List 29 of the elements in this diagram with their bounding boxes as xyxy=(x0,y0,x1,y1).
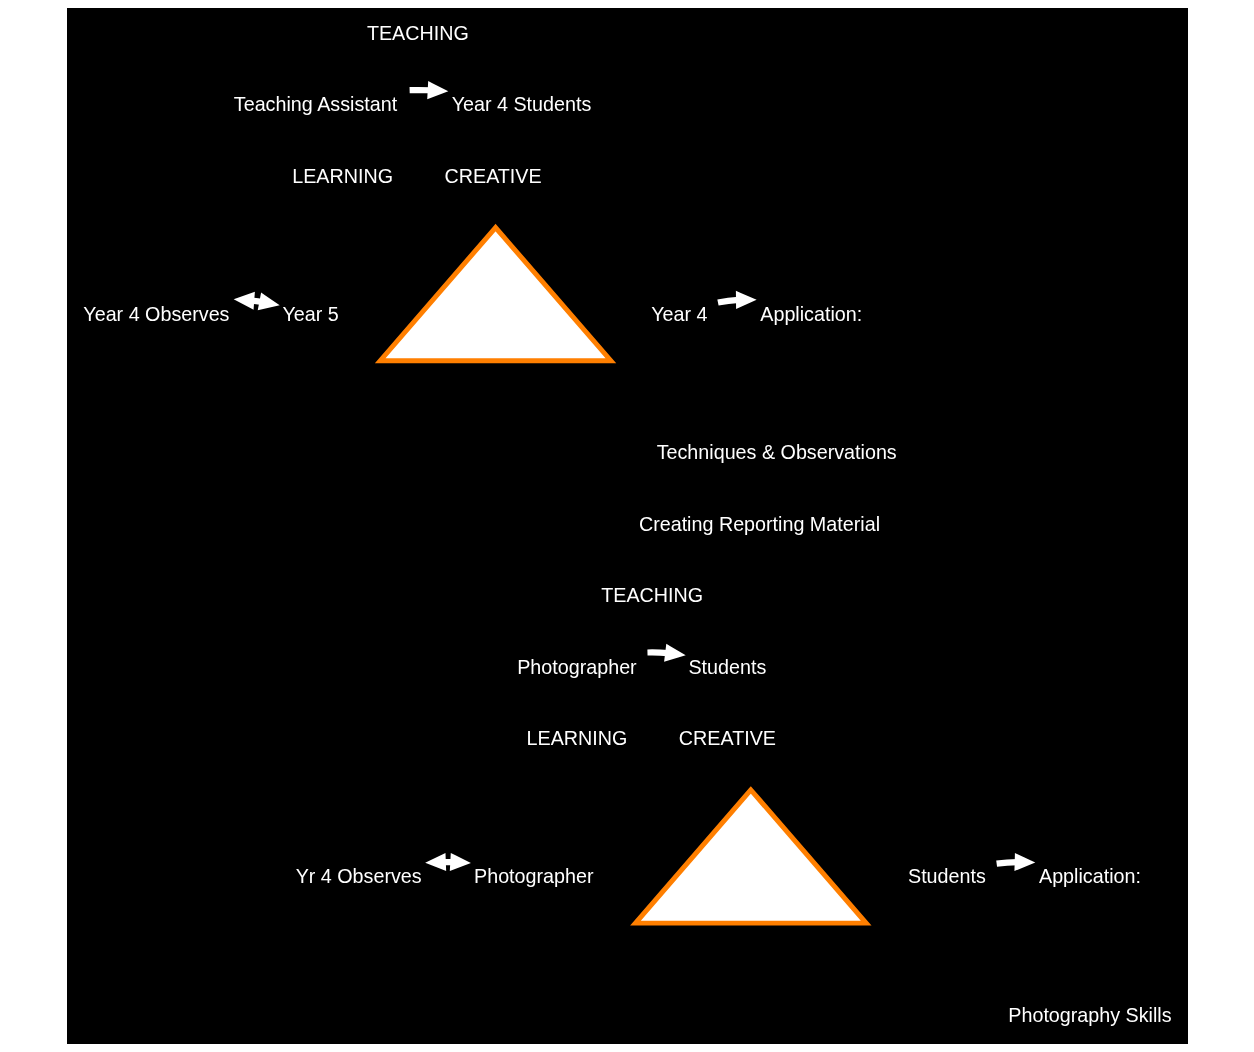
arrow xyxy=(233,291,280,311)
node-text: Teaching Assistant xyxy=(233,93,397,116)
label: LEARNING xyxy=(526,727,627,750)
arrow xyxy=(646,643,686,662)
node-text: Year 4 xyxy=(650,303,707,326)
node-triangle xyxy=(629,786,872,926)
node-text: Students xyxy=(907,865,986,888)
node-triangle xyxy=(374,223,616,364)
label: TEACHING xyxy=(600,584,703,607)
arrow xyxy=(409,81,448,100)
label: CREATIVE xyxy=(678,727,776,750)
label: CREATIVE xyxy=(444,164,542,187)
label: TEACHING xyxy=(366,21,469,44)
node-text: Students xyxy=(687,655,766,678)
arrow xyxy=(716,290,757,309)
node-text: Photographer xyxy=(516,655,637,678)
node-text: Photographer xyxy=(473,865,594,888)
label: Techniques & Observations xyxy=(656,441,897,464)
arrow xyxy=(995,852,1035,871)
node-text: Application: xyxy=(1038,865,1141,888)
arrow xyxy=(424,852,471,872)
label: Photography Skills xyxy=(1007,1003,1172,1026)
label: Creating Reporting Material xyxy=(638,512,880,535)
node-text: Application: xyxy=(759,303,862,326)
node-text: Year 5 xyxy=(281,303,339,326)
node-text: Year 4 Students xyxy=(451,93,591,116)
label: LEARNING xyxy=(291,164,393,187)
node-text: Yr 4 Observes xyxy=(295,865,422,888)
node-text: Year 4 Observes xyxy=(82,303,229,326)
